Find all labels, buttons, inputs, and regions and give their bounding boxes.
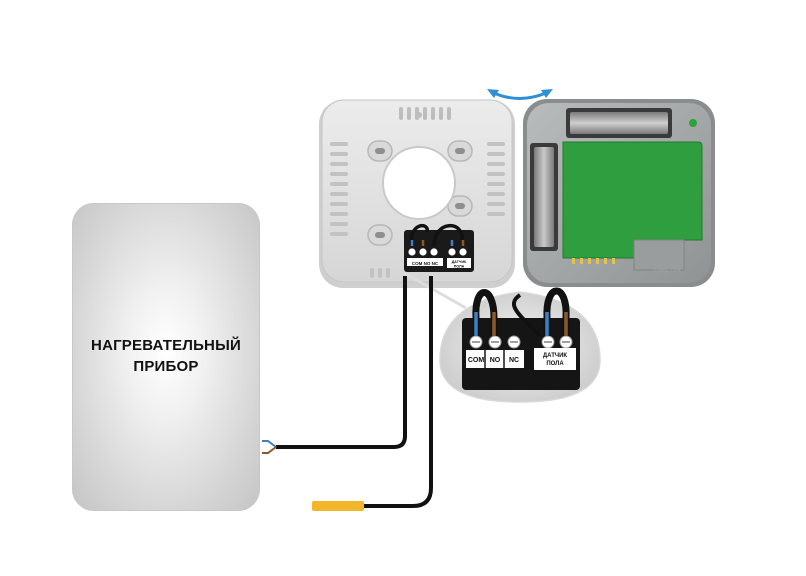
terminal-no-label: NO xyxy=(490,357,501,364)
heater-wire-brown xyxy=(262,446,277,454)
heating-device xyxy=(72,203,260,511)
mounting-base: COM NO NC ДАТЧИК ПОЛА xyxy=(319,99,515,288)
relay-left xyxy=(534,147,554,247)
heating-device-label-line1: НАГРЕВАТЕЛЬНЫЙ xyxy=(91,337,241,354)
base-vent-right xyxy=(487,142,505,216)
base-cable-hole xyxy=(382,146,456,220)
svg-text:ДАТЧИК: ДАТЧИК xyxy=(452,260,467,264)
svg-text:ПОЛА: ПОЛА xyxy=(454,265,465,269)
terminal-nc-label: NC xyxy=(509,357,519,364)
board-logo: UNILUN xyxy=(654,267,680,274)
heater-cable xyxy=(276,276,407,449)
svg-text:COM NO NC: COM NO NC xyxy=(412,261,439,266)
base-vent-top xyxy=(399,107,451,120)
floor-sensor-cable xyxy=(364,276,433,508)
led-icon xyxy=(689,119,697,127)
base-terminal-block: COM NO NC ДАТЧИК ПОЛА xyxy=(404,230,474,272)
terminal-sensor-label-line2: ПОЛА xyxy=(546,361,564,367)
heating-device-label: НАГРЕВАТЕЛЬНЫЙ ПРИБОР xyxy=(72,335,260,377)
base-vent-bottom xyxy=(370,268,390,278)
terminal-zoom-callout: COM NO NC ДАТЧИК ПОЛА xyxy=(403,271,601,403)
heating-device-label-line2: ПРИБОР xyxy=(133,358,199,375)
relay-top xyxy=(570,112,668,134)
rotate-arrow-icon xyxy=(487,89,553,100)
floor-sensor-probe xyxy=(312,501,364,511)
heater-wire-blue xyxy=(262,440,277,448)
terminal-com-label: COM xyxy=(468,357,485,364)
terminal-sensor-label-line1: ДАТЧИК xyxy=(543,353,568,359)
base-vent-left xyxy=(330,142,348,236)
thermostat-front-unit: UNILUN xyxy=(523,99,715,287)
pcb-pins xyxy=(572,258,615,264)
